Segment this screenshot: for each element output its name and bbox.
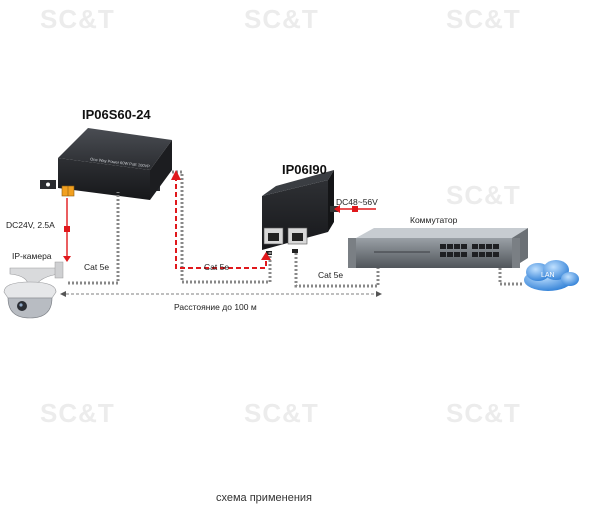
poe-arrow-splitter: [261, 252, 271, 260]
poe-arrow-injector: [171, 170, 181, 180]
lan-label: LAN: [541, 272, 555, 279]
injector-model-label: IP06S60-24: [82, 107, 151, 122]
switch-top: [356, 228, 528, 238]
distance-arrow: [60, 291, 382, 297]
camera-label: IP-камера: [12, 251, 52, 261]
injector-power-label: DC24V, 2.5A: [6, 220, 55, 230]
injector-top: [58, 128, 172, 170]
switch-ports: [440, 244, 499, 257]
cables: [68, 170, 524, 288]
cable1-label: Cat 5e: [84, 262, 110, 272]
watermark-top-center: SC&T: [244, 4, 319, 34]
watermark-bottom-left: SC&T: [40, 398, 115, 428]
switch-label: Коммутатор: [410, 215, 458, 225]
injector-front: [58, 158, 150, 200]
diagram-caption: схема применения: [216, 492, 312, 504]
cable3-label: Cat 5e: [318, 270, 344, 280]
poe-power-path: [175, 176, 267, 269]
cable-switch-lan: [498, 268, 524, 286]
ip-camera: [3, 261, 64, 319]
camera-dome: [7, 297, 53, 319]
power-connector-injector: [64, 226, 70, 232]
injector-side: [150, 140, 172, 200]
cable-splitter-switch: [294, 253, 380, 288]
camera-housing: [3, 281, 57, 299]
watermark-bottom-right: SC&T: [446, 398, 521, 428]
lan-cloud: [524, 260, 579, 291]
watermark-mid-right: SC&T: [446, 180, 521, 210]
watermark-bottom-center: SC&T: [244, 398, 319, 428]
splitter-device: [262, 170, 338, 255]
splitter-side: [328, 170, 334, 232]
network-switch: [348, 228, 528, 268]
watermark-top-right: SC&T: [446, 4, 521, 34]
splitter-power-label: DC48~56V: [336, 197, 378, 207]
splitter-model-label: IP06I90: [282, 162, 327, 177]
splitter-top: [262, 170, 334, 196]
cable-injector-splitter: [172, 170, 272, 284]
watermark-top-left: SC&T: [40, 4, 115, 34]
cable2-label: Cat 5e: [204, 262, 230, 272]
cable-camera-injector: [68, 192, 120, 285]
power-lines: [63, 170, 376, 269]
power-connector-splitter: [352, 206, 358, 212]
distance-label: Расстояние до 100 м: [174, 302, 257, 312]
injector-device: [40, 128, 172, 200]
